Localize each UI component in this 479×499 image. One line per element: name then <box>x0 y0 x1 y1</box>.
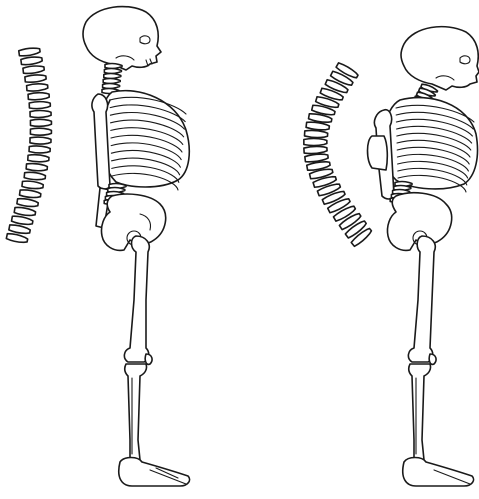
vertebra <box>22 180 44 189</box>
vertebra <box>28 92 49 100</box>
vertebra <box>104 69 121 74</box>
vertebra <box>17 198 39 208</box>
spine-normal-isolated <box>6 47 51 244</box>
vertebra <box>104 74 121 79</box>
foot-kyphotic <box>403 458 474 487</box>
vertebra <box>27 83 48 92</box>
vertebra <box>105 64 122 69</box>
ribcage-normal <box>100 91 190 190</box>
skeleton-kyphotic <box>368 27 479 486</box>
vertebra <box>103 79 120 84</box>
lower-leg-normal <box>125 364 147 462</box>
vertebra <box>30 119 51 126</box>
vertebra <box>26 163 47 172</box>
vertebra <box>103 84 120 89</box>
vertebra <box>23 65 45 74</box>
vertebra <box>304 146 327 154</box>
hand-kyphotic <box>368 136 388 170</box>
spine-kyphotic-isolated <box>304 62 373 247</box>
vertebra <box>28 154 49 162</box>
vertebra <box>25 74 47 83</box>
skeleton-normal <box>83 7 190 486</box>
patella-kyphotic <box>429 354 436 364</box>
vertebra <box>14 207 36 217</box>
skull-normal <box>83 7 161 70</box>
vertebra <box>24 172 46 181</box>
vertebra <box>11 215 33 226</box>
vertebra <box>30 137 51 145</box>
vertebra <box>29 146 50 154</box>
vertebra <box>19 189 41 199</box>
lower-leg-kyphotic <box>409 364 431 462</box>
vertebra <box>21 56 43 66</box>
vertebra <box>29 101 50 109</box>
femur-kyphotic <box>408 236 435 362</box>
femur-normal <box>124 236 149 362</box>
cervical-spine-normal <box>102 64 122 94</box>
vertebra <box>304 130 327 138</box>
vertebra <box>30 128 51 135</box>
vertebra <box>304 139 327 146</box>
patella-normal <box>145 354 152 364</box>
skull-kyphotic <box>401 27 479 90</box>
ribcage-kyphotic <box>383 98 478 192</box>
foot-normal <box>119 458 190 487</box>
vertebra <box>6 233 28 244</box>
arm-kyphotic <box>368 110 395 199</box>
vertebra <box>30 110 51 117</box>
vertebra <box>19 47 41 57</box>
